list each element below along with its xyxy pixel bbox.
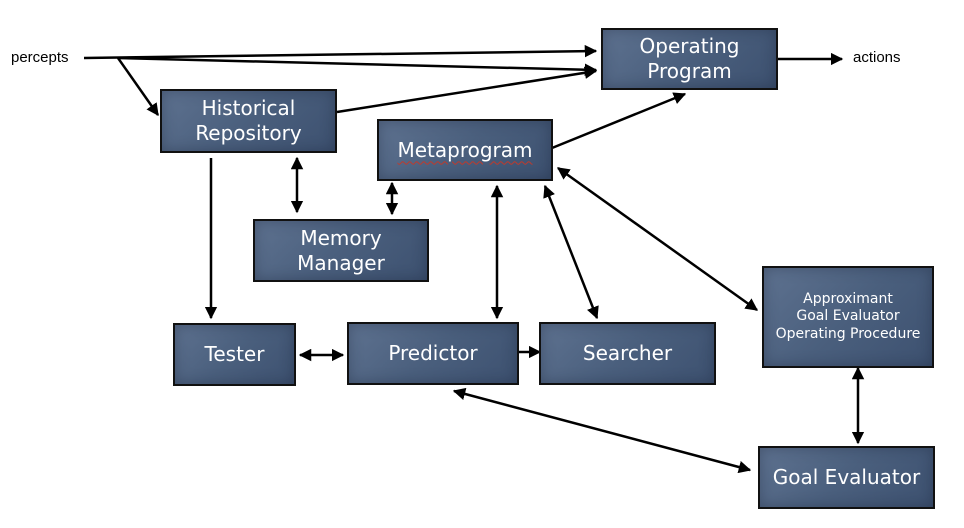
operating-program-label: Operating Program (639, 34, 740, 83)
historical-repository-label: Historical Repository (195, 96, 302, 145)
memory-manager-box: Memory Manager (253, 219, 429, 282)
metaprogram-label: Metaprogram (397, 137, 533, 162)
predictor-box: Predictor (347, 322, 519, 385)
arrow-percepts-to-historical-repository (116, 57, 160, 117)
approximant-goal-evaluator-box: Approximant Goal Evaluator Operating Pro… (762, 266, 934, 368)
arrow-predictor-goal-evaluator (452, 387, 752, 474)
historical-repository-box: Historical Repository (160, 89, 337, 153)
arrow-percepts-branch-to-operating-program (117, 56, 598, 76)
metaprogram-box: Metaprogram (377, 119, 553, 181)
memory-manager-label: Memory Manager (297, 225, 385, 275)
goal-evaluator-label: Goal Evaluator (772, 465, 921, 489)
approximant-goal-evaluator-label: Approximant Goal Evaluator Operating Pro… (775, 290, 921, 342)
actions-label: actions (853, 49, 901, 66)
percepts-label: percepts (11, 49, 69, 66)
predictor-label: Predictor (388, 341, 478, 365)
arrow-metaprogram-approximant (556, 166, 759, 312)
searcher-box: Searcher (539, 322, 716, 385)
arrow-metaprogram-to-operating-program (551, 92, 687, 150)
arrow-historical-to-operating-program (336, 66, 598, 114)
arrow-percepts-to-operating-program (83, 44, 598, 60)
goal-evaluator-box: Goal Evaluator (758, 446, 935, 509)
tester-label: Tester (204, 342, 265, 366)
operating-program-box: Operating Program (601, 28, 778, 90)
tester-box: Tester (173, 323, 296, 386)
arrow-metaprogram-searcher (543, 184, 599, 320)
searcher-label: Searcher (582, 341, 673, 365)
